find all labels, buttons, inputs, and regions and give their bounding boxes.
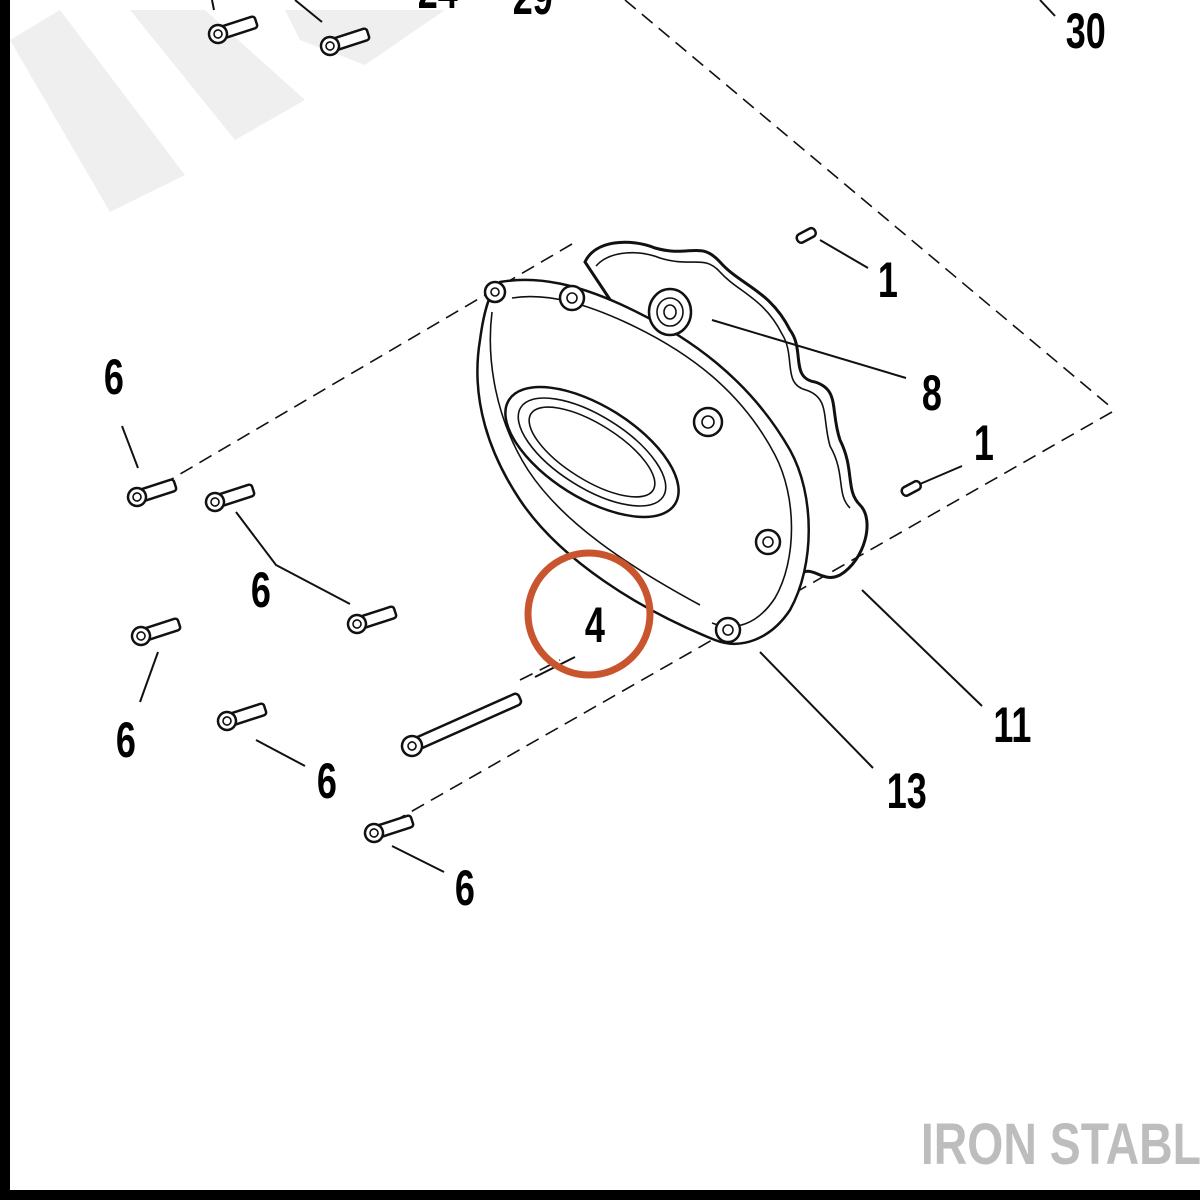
long-bolt (400, 692, 523, 758)
callout-6-b: 6 (251, 563, 271, 618)
dowel-pins (795, 226, 923, 497)
callout-24: 24 (418, 0, 458, 19)
gasket-outline (583, 240, 869, 581)
callout-6-e: 6 (455, 861, 475, 916)
side-cover (476, 278, 810, 645)
callout-4: 4 (585, 598, 605, 653)
frame-left (0, 0, 10, 1200)
brand-watermark: IRON STABLE (921, 1112, 1200, 1177)
callout-11: 11 (993, 698, 1031, 753)
callout-6-c: 6 (116, 713, 136, 768)
callout-8: 8 (922, 366, 942, 421)
callout-6-d: 6 (317, 754, 337, 809)
callout-13: 13 (887, 764, 927, 819)
callout-1-upper: 1 (878, 253, 898, 308)
callout-1-lower: 1 (974, 416, 994, 471)
short-bolts (126, 15, 415, 844)
callout-numbers: 24 29 30 1 8 1 11 13 4 6 6 6 6 6 (104, 0, 1106, 916)
leader-lines (121, 0, 1056, 873)
frame-bottom (0, 1190, 1200, 1200)
callout-29: 29 (513, 0, 553, 25)
callout-6-a: 6 (104, 350, 124, 405)
callout-30: 30 (1066, 4, 1106, 59)
highlight-ring (524, 549, 654, 679)
bearing (647, 287, 693, 337)
gasket-inner-edge (595, 251, 851, 509)
watermark-stripes (10, 10, 445, 212)
